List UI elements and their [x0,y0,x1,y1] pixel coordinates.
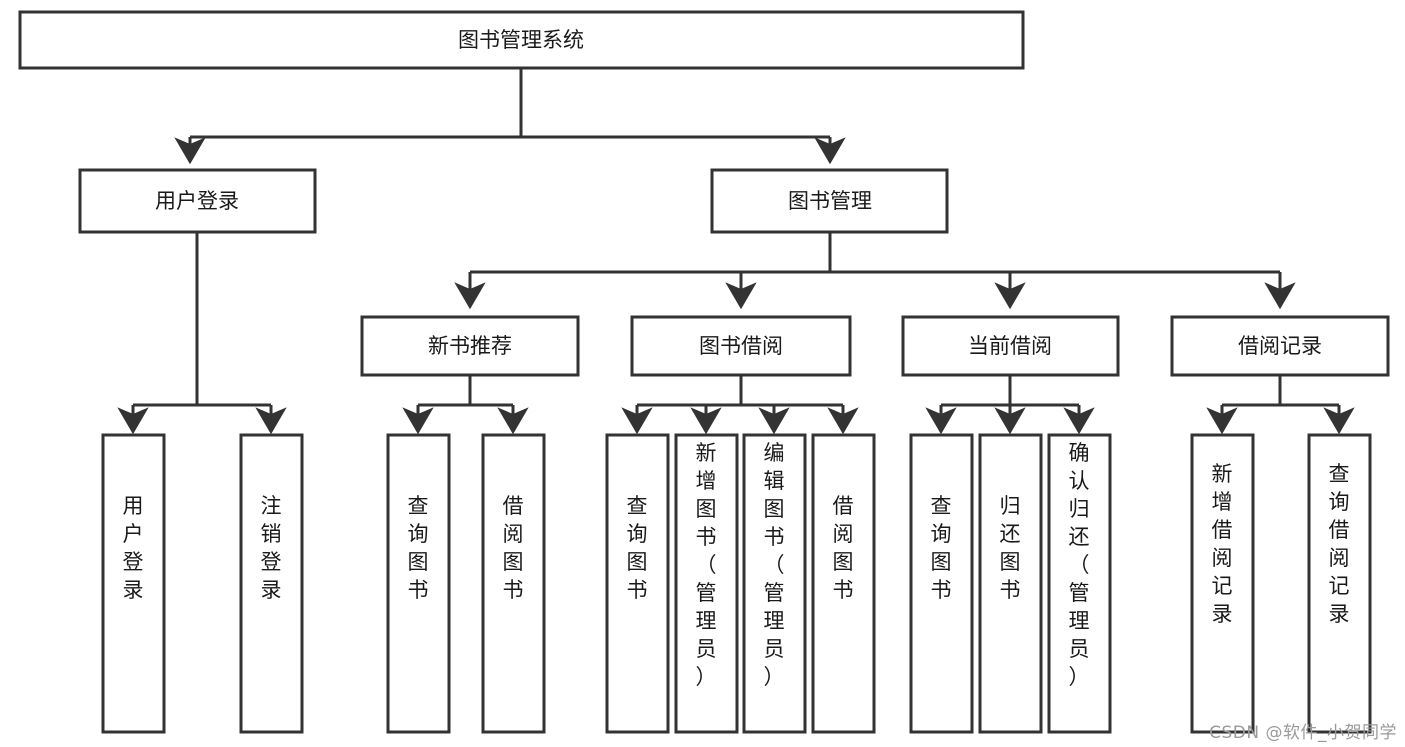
node-root[interactable]: 图书管理系统 [18,10,1025,70]
node-current-borrow[interactable]: 当前借阅 [901,315,1120,377]
node-new-book-rec[interactable]: 新书推荐 [360,315,580,377]
leaf-add-record[interactable]: 新增借阅记录 [1190,433,1255,734]
node-user-login-label: 用户登录 [155,189,239,213]
leaf-user-login[interactable]: 用户登录 [101,433,166,734]
leaf-borrow-book-2[interactable]: 借阅图书 [811,433,876,734]
leaf-add-book-box[interactable] [674,433,739,734]
leaf-logout[interactable]: 注销登录 [239,433,304,734]
leaf-confirm-return[interactable]: 确认归还（管理员） [1047,433,1112,734]
node-borrow-record-label: 借阅记录 [1238,334,1322,358]
leaf-add-record-label: 新增借阅记录 [1212,462,1233,626]
leaf-query-book-3[interactable]: 查询图书 [909,433,974,734]
leaf-confirm-return-label: 确认归还（管理员） [1069,441,1090,689]
leaf-query-book-3-label: 查询图书 [931,494,952,602]
node-current-borrow-box[interactable] [901,315,1120,377]
node-book-mgmt-box[interactable] [710,168,949,234]
node-current-borrow-label: 当前借阅 [968,334,1052,358]
leaf-return-book-label: 归还图书 [1000,494,1021,602]
node-new-book-rec-label: 新书推荐 [428,334,512,358]
leaf-edit-book[interactable]: 编辑图书（管理员） [742,433,807,734]
node-user-login-box[interactable] [78,168,317,234]
leaf-return-book[interactable]: 归还图书 [978,433,1043,734]
leaf-borrow-book-2-label: 借阅图书 [833,494,854,602]
leaf-borrow-book-1-box[interactable] [481,433,546,734]
leaf-logout-label: 注销登录 [261,494,282,602]
leaf-user-login-box[interactable] [101,433,166,734]
leaf-query-book-1-box[interactable] [386,433,451,734]
leaf-query-record[interactable]: 查询借阅记录 [1307,433,1372,734]
leaf-borrow-book-1-label: 借阅图书 [503,494,524,602]
leaf-user-login-label: 用户登录 [123,494,144,602]
leaf-add-record-box[interactable] [1190,433,1255,734]
leaf-query-book-3-box[interactable] [909,433,974,734]
leaf-query-record-box[interactable] [1307,433,1372,734]
node-root-box[interactable] [18,10,1025,70]
connector-layer [117,68,1355,435]
csdn-watermark: CSDN @软件_小贺同学 [1209,723,1397,743]
leaf-borrow-book-2-box[interactable] [811,433,876,734]
node-borrow-record-box[interactable] [1170,315,1390,377]
node-book-borrow-label: 图书借阅 [699,334,783,358]
leaf-borrow-book-1[interactable]: 借阅图书 [481,433,546,734]
leaf-edit-book-label: 编辑图书（管理员） [764,441,785,689]
node-borrow-record[interactable]: 借阅记录 [1170,315,1390,377]
leaf-query-record-label: 查询借阅记录 [1329,462,1350,626]
leaf-logout-box[interactable] [239,433,304,734]
leaf-add-book[interactable]: 新增图书（管理员） [674,433,739,734]
node-book-borrow-box[interactable] [630,315,852,377]
leaf-confirm-return-box[interactable] [1047,433,1112,734]
node-book-mgmt[interactable]: 图书管理 [710,168,949,234]
leaf-query-book-1-label: 查询图书 [408,494,429,602]
leaf-query-book-2[interactable]: 查询图书 [605,433,670,734]
leaf-add-book-label: 新增图书（管理员） [696,441,717,689]
leaf-query-book-2-label: 查询图书 [627,494,648,602]
node-book-mgmt-label: 图书管理 [788,189,872,213]
node-new-book-rec-box[interactable] [360,315,580,377]
leaf-return-book-box[interactable] [978,433,1043,734]
node-root-label: 图书管理系统 [458,28,584,52]
leaf-query-book-1[interactable]: 查询图书 [386,433,451,734]
node-user-login[interactable]: 用户登录 [78,168,317,234]
node-book-borrow[interactable]: 图书借阅 [630,315,852,377]
leaf-query-book-2-box[interactable] [605,433,670,734]
leaf-edit-book-box[interactable] [742,433,807,734]
